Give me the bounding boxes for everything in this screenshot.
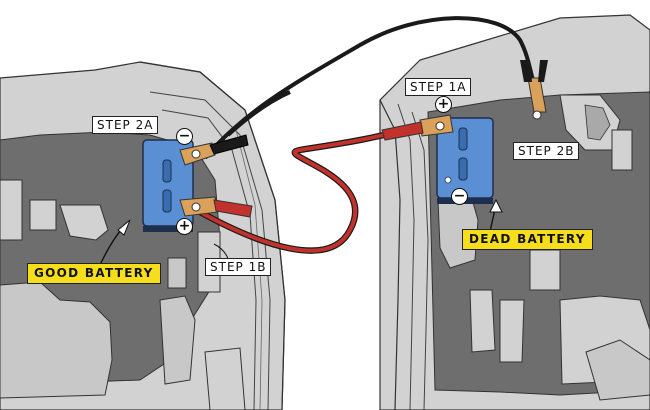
good-battery bbox=[142, 139, 194, 232]
step-2b-label: STEP 2B bbox=[513, 142, 580, 160]
clamp-dead-ground bbox=[520, 60, 548, 120]
step-1b-label: STEP 1B bbox=[205, 258, 272, 276]
jumper-cables bbox=[198, 16, 535, 254]
clamp-good-negative bbox=[179, 134, 249, 166]
step-1a-label: STEP 1A bbox=[405, 78, 472, 96]
good-negative-terminal-marker: − bbox=[176, 128, 193, 145]
good-positive-terminal-marker: + bbox=[176, 218, 193, 235]
step-2a-label: STEP 2A bbox=[92, 116, 159, 134]
good-battery-label: GOOD BATTERY bbox=[27, 263, 161, 284]
dead-negative-terminal-marker: − bbox=[451, 188, 468, 205]
clamp-dead-positive bbox=[381, 114, 454, 141]
dead-car-engine-bay bbox=[379, 14, 650, 410]
dead-positive-terminal-marker: + bbox=[435, 96, 452, 113]
clamp-good-positive bbox=[179, 196, 253, 218]
dead-battery-label: DEAD BATTERY bbox=[462, 229, 593, 250]
